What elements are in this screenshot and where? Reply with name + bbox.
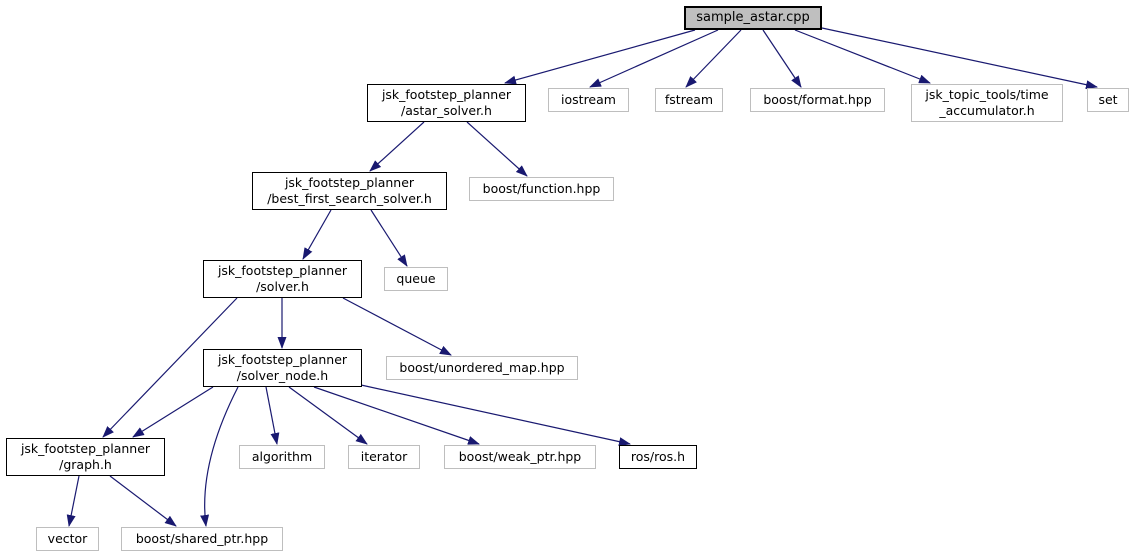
node-algorithm: algorithm bbox=[239, 445, 325, 469]
edge-solver_node_h-to-boost_shared_ptr_hpp bbox=[200, 386, 239, 527]
node-queue: queue bbox=[384, 267, 448, 291]
edge-best_first_search_solver_h-to-solver_h bbox=[302, 209, 332, 260]
node-boost-format-hpp: boost/format.hpp bbox=[750, 88, 885, 112]
edge-graph_h-to-vector bbox=[66, 475, 80, 527]
edge-astar_solver_h-to-boost_function_hpp bbox=[466, 121, 528, 177]
node-boost-function-hpp: boost/function.hpp bbox=[469, 177, 614, 201]
edge-solver_h-to-boost_unordered_map_hpp bbox=[342, 297, 452, 356]
edge-solver_node_h-to-boost_weak_ptr_hpp bbox=[313, 386, 480, 445]
node-iterator: iterator bbox=[348, 445, 420, 469]
edge-sample_astar_cpp-to-boost_format_hpp bbox=[762, 29, 802, 88]
edge-solver_node_h-to-iterator bbox=[288, 386, 368, 445]
edge-sample_astar_cpp-to-time_accumulator_h bbox=[794, 29, 931, 84]
node-set: set bbox=[1087, 88, 1129, 112]
node-astar-solver-h[interactable]: jsk_footstep_planner /astar_solver.h bbox=[367, 84, 526, 122]
edge-solver_node_h-to-graph_h bbox=[132, 386, 214, 438]
edge-sample_astar_cpp-to-set bbox=[821, 27, 1098, 90]
node-solver-h[interactable]: jsk_footstep_planner /solver.h bbox=[203, 260, 362, 298]
node-boost-shared-ptr-hpp: boost/shared_ptr.hpp bbox=[121, 527, 283, 551]
edge-sample_astar_cpp-to-astar_solver_h bbox=[504, 29, 696, 85]
node-fstream: fstream bbox=[655, 88, 723, 112]
node-sample-astar-cpp: sample_astar.cpp bbox=[684, 6, 822, 30]
edge-sample_astar_cpp-to-iostream bbox=[589, 29, 719, 88]
edge-solver_h-to-graph_h bbox=[102, 297, 238, 438]
edge-astar_solver_h-to-best_first_search_solver_h bbox=[369, 121, 425, 172]
node-boost-weak-ptr-hpp: boost/weak_ptr.hpp bbox=[444, 445, 596, 469]
node-graph-h[interactable]: jsk_footstep_planner /graph.h bbox=[6, 438, 165, 476]
edge-sample_astar_cpp-to-fstream bbox=[685, 29, 742, 88]
node-jsk-topic-tools-time-accumulator-h: jsk_topic_tools/time _accumulator.h bbox=[911, 84, 1063, 122]
node-solver-node-h[interactable]: jsk_footstep_planner /solver_node.h bbox=[203, 349, 362, 387]
edge-solver_node_h-to-ros_ros_h bbox=[360, 384, 631, 447]
node-boost-unordered-map-hpp: boost/unordered_map.hpp bbox=[386, 356, 578, 380]
edge-graph_h-to-boost_shared_ptr_hpp bbox=[109, 475, 177, 527]
edge-best_first_search_solver_h-to-queue bbox=[370, 209, 408, 267]
node-best-first-search-solver-h[interactable]: jsk_footstep_planner /best_first_search_… bbox=[252, 172, 447, 210]
node-iostream: iostream bbox=[548, 88, 629, 112]
node-vector: vector bbox=[36, 527, 99, 551]
node-ros-ros-h[interactable]: ros/ros.h bbox=[619, 445, 697, 469]
edge-solver_node_h-to-algorithm bbox=[265, 386, 280, 445]
